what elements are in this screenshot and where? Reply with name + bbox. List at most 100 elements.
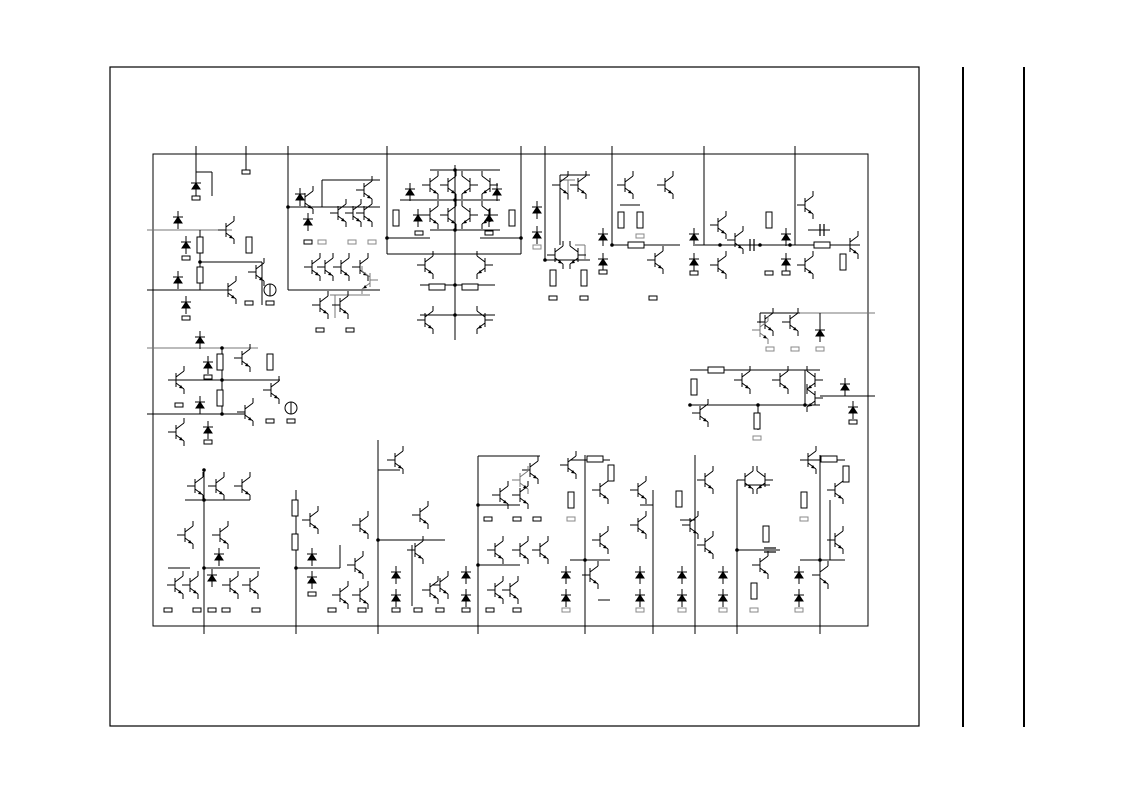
transistor xyxy=(332,581,349,609)
bond-pad xyxy=(241,169,251,175)
transistor xyxy=(710,251,727,279)
transistor xyxy=(417,251,434,279)
capacitors xyxy=(749,224,825,553)
bond-pad xyxy=(749,607,759,613)
diode xyxy=(718,589,728,607)
bond-pad xyxy=(307,591,317,597)
bond-pad xyxy=(561,607,571,613)
bond-pad xyxy=(345,327,355,333)
bond-pad xyxy=(512,516,522,522)
resistor xyxy=(607,464,615,482)
junction xyxy=(735,548,739,552)
resistor xyxy=(291,533,299,551)
bond-pad xyxy=(265,300,275,306)
bond-pad xyxy=(848,419,858,425)
resistors xyxy=(196,209,850,600)
transistor xyxy=(772,366,789,394)
bond-pad xyxy=(781,270,791,276)
bond-pad xyxy=(566,516,576,522)
transistor xyxy=(387,446,404,474)
diode xyxy=(207,569,217,587)
diode xyxy=(195,331,205,349)
junction xyxy=(220,378,224,382)
transistor xyxy=(304,253,321,281)
resistor xyxy=(508,209,516,227)
diode xyxy=(461,589,471,607)
transistor xyxy=(797,251,814,279)
diode xyxy=(391,589,401,607)
transistor xyxy=(757,308,774,336)
transistor xyxy=(361,266,378,294)
diode xyxy=(214,548,224,566)
resistor xyxy=(291,499,299,517)
transistor xyxy=(422,576,439,604)
transistor xyxy=(302,506,319,534)
outer-frame xyxy=(109,66,920,727)
transistor xyxy=(812,561,829,589)
transistor xyxy=(248,258,265,286)
transistor xyxy=(512,481,529,509)
transistor xyxy=(263,376,280,404)
transistor xyxy=(797,191,814,219)
bond-pad xyxy=(413,607,423,613)
diode xyxy=(815,324,825,342)
bond-pad xyxy=(315,327,325,333)
left-input-lines xyxy=(147,229,258,415)
bond-pad xyxy=(367,239,377,245)
bond-pad xyxy=(203,374,213,380)
transistor xyxy=(487,536,504,564)
transistor xyxy=(218,216,235,244)
top-supply-lines xyxy=(195,146,796,172)
resistor xyxy=(762,525,770,543)
junction xyxy=(756,403,760,407)
transistor xyxy=(422,171,439,199)
resistor xyxy=(842,465,850,483)
right-output-lines xyxy=(790,312,875,397)
transistor xyxy=(842,231,859,259)
diode xyxy=(295,188,305,206)
diode xyxy=(598,228,608,246)
bond-pad xyxy=(347,239,357,245)
transistor xyxy=(182,571,199,599)
bond-pad xyxy=(303,239,313,245)
bond-pad xyxy=(512,607,522,613)
junction xyxy=(476,503,480,507)
bond-pad xyxy=(794,607,804,613)
junction xyxy=(453,228,457,232)
transistor xyxy=(756,466,773,494)
transistor xyxy=(617,171,634,199)
transistor xyxy=(167,571,184,599)
bond-pad xyxy=(635,233,645,239)
resistor xyxy=(428,283,446,291)
resistor xyxy=(196,236,204,254)
resistor xyxy=(617,211,625,229)
resistor xyxy=(586,455,604,463)
junction xyxy=(376,538,380,542)
bond-pads xyxy=(163,169,858,613)
bond-pad xyxy=(485,607,495,613)
diode xyxy=(195,396,205,414)
bond-pad xyxy=(207,607,217,613)
bond-pad xyxy=(689,270,699,276)
transistor xyxy=(220,276,237,304)
diode xyxy=(307,571,317,589)
bond-pad xyxy=(174,402,184,408)
diode xyxy=(718,566,728,584)
junction xyxy=(688,403,692,407)
transistor xyxy=(512,466,529,494)
transistor xyxy=(547,241,564,269)
transistor xyxy=(242,571,259,599)
transistor xyxy=(487,576,504,604)
transistor xyxy=(752,551,769,579)
junction-dots xyxy=(198,168,822,570)
bond-pad xyxy=(764,270,774,276)
junction xyxy=(220,412,224,416)
junction xyxy=(220,346,224,350)
transistor xyxy=(237,398,254,426)
transistor xyxy=(647,246,664,274)
diode xyxy=(303,213,313,231)
bond-pad xyxy=(548,295,558,301)
transistor xyxy=(352,581,369,609)
diode xyxy=(532,226,542,244)
diode xyxy=(781,253,791,271)
